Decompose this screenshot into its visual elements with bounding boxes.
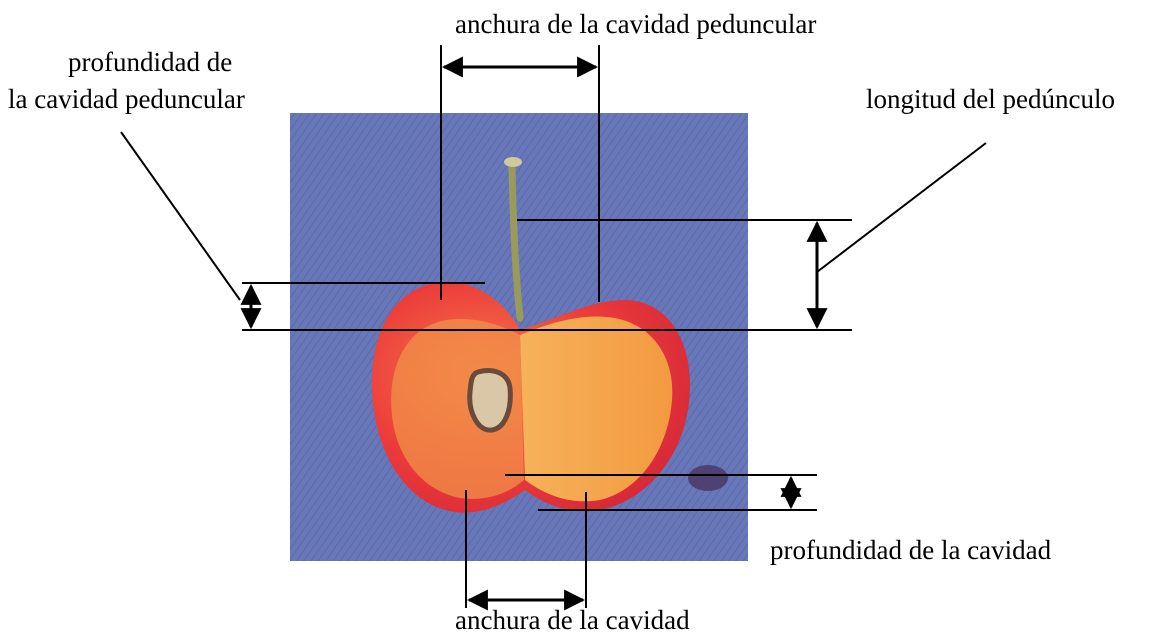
- cherry-photo: [290, 113, 748, 561]
- cavity-width-label: anchura de la cavidad: [455, 603, 690, 637]
- stem-cavity-depth-label-line1: profundidad de: [68, 45, 232, 79]
- stem-tip: [504, 157, 522, 167]
- cloth-stain: [688, 465, 728, 491]
- stem-cavity-width-label: anchura de la cavidad peduncular: [455, 7, 816, 41]
- cavity-depth-label: profundidad de la cavidad: [770, 533, 1051, 567]
- stem-cavity-depth-leader: [121, 132, 240, 300]
- stem-cavity-depth-label-line2: la cavidad peduncular: [8, 82, 245, 116]
- cherry-stone: [470, 371, 511, 431]
- stem-length-label: longitud del pedúnculo: [866, 82, 1115, 116]
- stem-length-leader: [817, 143, 986, 272]
